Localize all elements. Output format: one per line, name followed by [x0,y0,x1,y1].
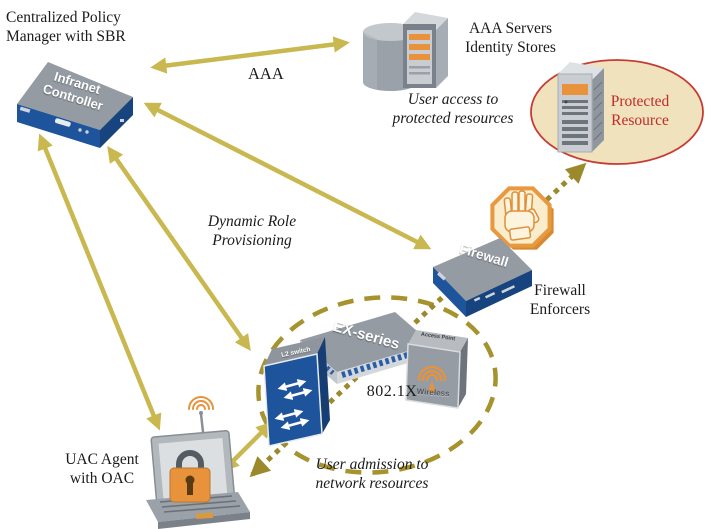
laptop-wifi-icon [188,396,214,410]
uac-agent-label: UAC Agent with OAC [65,451,139,488]
user-admission-label: User admission to network resources [315,456,429,493]
arrow-controller-laptop [37,133,162,431]
protected-resource-label: Protected Resource [610,93,670,130]
firewall-enforcers-label: Firewall Enforcers [529,282,591,319]
policy-manager-label: Centralized Policy Manager with SBR [6,9,126,46]
protected-server-icon [557,62,604,153]
wifi-icon [417,365,447,382]
arrow-laptop-switch [222,421,273,472]
firewall-device [433,238,532,317]
l2-switch-device [263,337,330,447]
laptop-icon [146,396,250,529]
stop-hand-icon [490,186,554,250]
lock-icon [169,450,211,503]
dot1x-label: 802.1X [366,383,418,400]
user-access-label: User access to protected resources [392,91,514,128]
wireless-ap-device [405,330,468,409]
aaa-server-icon [403,12,448,88]
infranet-controller-device [17,62,133,148]
aaa-flow-label: AAA [248,64,284,83]
aaa-servers-label: AAA Servers Identity Stores [465,20,556,57]
dynamic-role-label: Dynamic Role Provisioning [207,213,297,250]
arrow-controller-aaa [150,36,350,74]
switch-arrows-icon [274,379,313,430]
